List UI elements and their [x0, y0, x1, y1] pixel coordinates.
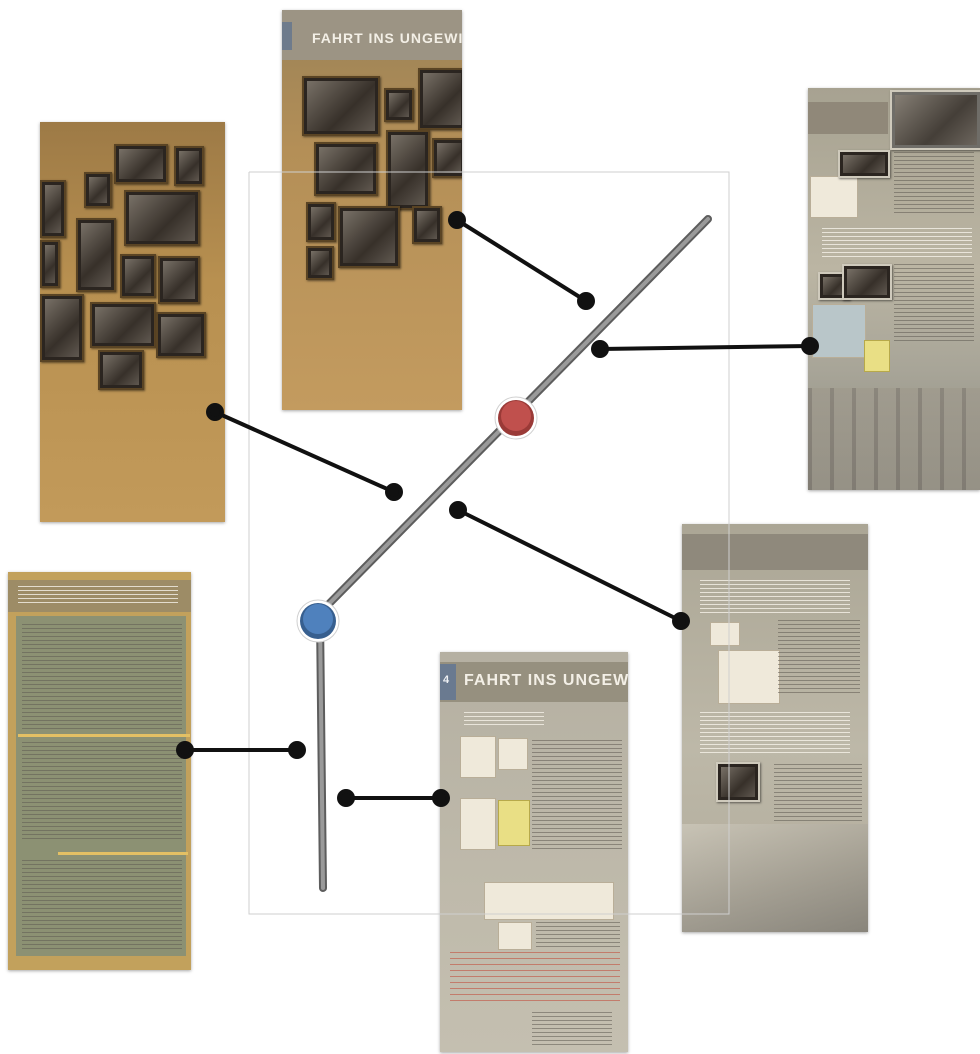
- panel-header-band: [282, 10, 462, 60]
- framed-photo: [40, 294, 84, 362]
- panel-quote-text: [700, 712, 850, 756]
- blue-marker: [296, 599, 340, 643]
- document-image: [460, 736, 496, 778]
- framed-photo: [306, 246, 334, 280]
- framed-photo: [120, 254, 156, 298]
- document-image: [718, 650, 780, 704]
- panel-number: 4: [443, 674, 450, 686]
- connector-dot: [432, 789, 450, 807]
- framed-photo: [76, 218, 116, 292]
- panel-header-band: [682, 534, 868, 570]
- framed-photo: [432, 138, 462, 178]
- note-image: [498, 800, 530, 846]
- photo: [838, 150, 890, 178]
- panel-quote-text: [700, 580, 850, 616]
- panel-documentation-right-bottom: [682, 524, 868, 932]
- document-text-block: [22, 860, 182, 950]
- connector-dot: [591, 340, 609, 358]
- framed-photo: [384, 88, 414, 122]
- panel-photo-wall-left: [40, 122, 225, 522]
- panel-text-block: [774, 764, 862, 824]
- connector-right-bottom: [457, 508, 682, 623]
- framed-photo: [174, 146, 204, 186]
- panel-text-block: [532, 740, 622, 850]
- panel-header-title: FAHRT INS UNGEWISSE: [312, 30, 462, 46]
- panel-quote-text: [822, 228, 972, 258]
- framed-photo: [124, 190, 200, 246]
- framed-photo: [40, 240, 60, 288]
- handwritten-document: [450, 952, 620, 1004]
- framed-photo: [158, 256, 200, 304]
- framed-photo: [338, 206, 400, 268]
- framed-photo: [412, 206, 442, 244]
- framed-photo: [418, 68, 462, 130]
- connector-dot: [801, 337, 819, 355]
- framed-photo: [386, 130, 430, 210]
- connector-dot: [206, 403, 224, 421]
- document-image: [812, 304, 866, 358]
- floor-outline: [248, 171, 730, 915]
- connector-dot: [672, 612, 690, 630]
- connector-dot: [337, 789, 355, 807]
- pier-photo-background: [808, 388, 980, 490]
- document-image: [498, 738, 528, 770]
- connector-right-top: [599, 344, 811, 351]
- framed-photo: [114, 144, 168, 184]
- track: [312, 215, 712, 892]
- panel-text-block: [894, 152, 974, 214]
- document-text-block: [22, 742, 182, 842]
- panel-header-band: [808, 102, 888, 134]
- framed-photo: [90, 302, 156, 348]
- panel-header-title: FAHRT INS UNGEWISSE: [464, 672, 628, 689]
- panel-documentation-bottom-center: 4 FAHRT INS UNGEWISSE: [440, 652, 628, 1052]
- aerial-photo: [890, 90, 980, 150]
- panel-quote-text: [464, 712, 544, 728]
- document-text-block: [22, 624, 182, 732]
- connector-dot: [385, 483, 403, 501]
- connector-dot: [176, 741, 194, 759]
- connector-dot: [449, 501, 467, 519]
- panel-document-text-left: [8, 572, 191, 970]
- note-image: [864, 340, 890, 372]
- map-image: [810, 176, 858, 218]
- panel-text-block: [778, 620, 860, 694]
- framed-photo: [302, 76, 380, 136]
- photo: [842, 264, 892, 300]
- connector-dot: [448, 211, 466, 229]
- framed-photo: [40, 180, 66, 238]
- connector-dot: [288, 741, 306, 759]
- framed-photo: [314, 142, 378, 196]
- panel-number-tab: [282, 22, 292, 50]
- panel-photo-wall-top: FAHRT INS UNGEWISSE: [282, 10, 462, 410]
- panel-text-block: [536, 922, 620, 950]
- red-marker: [494, 396, 538, 440]
- framed-photo: [156, 312, 206, 358]
- panel-text-block: [894, 264, 974, 344]
- document-image: [710, 622, 740, 646]
- connector-left-wall: [214, 410, 395, 494]
- connector-dot: [577, 292, 595, 310]
- photo: [716, 762, 760, 802]
- framed-photo: [84, 172, 112, 208]
- connector-lines: [176, 211, 819, 807]
- panel-documentation-right-top: [808, 88, 980, 490]
- connector-top-center: [455, 218, 588, 303]
- document-image: [498, 922, 532, 950]
- framed-photo: [306, 202, 336, 242]
- panel-header-band: [440, 662, 628, 702]
- panel-header-text: [18, 586, 178, 606]
- signature-area: [532, 1012, 612, 1046]
- highlight-rule: [58, 852, 188, 855]
- framed-photo: [98, 350, 144, 390]
- panel-number-tab: [440, 664, 456, 700]
- highlight-rule: [18, 734, 190, 737]
- document-image: [460, 798, 496, 850]
